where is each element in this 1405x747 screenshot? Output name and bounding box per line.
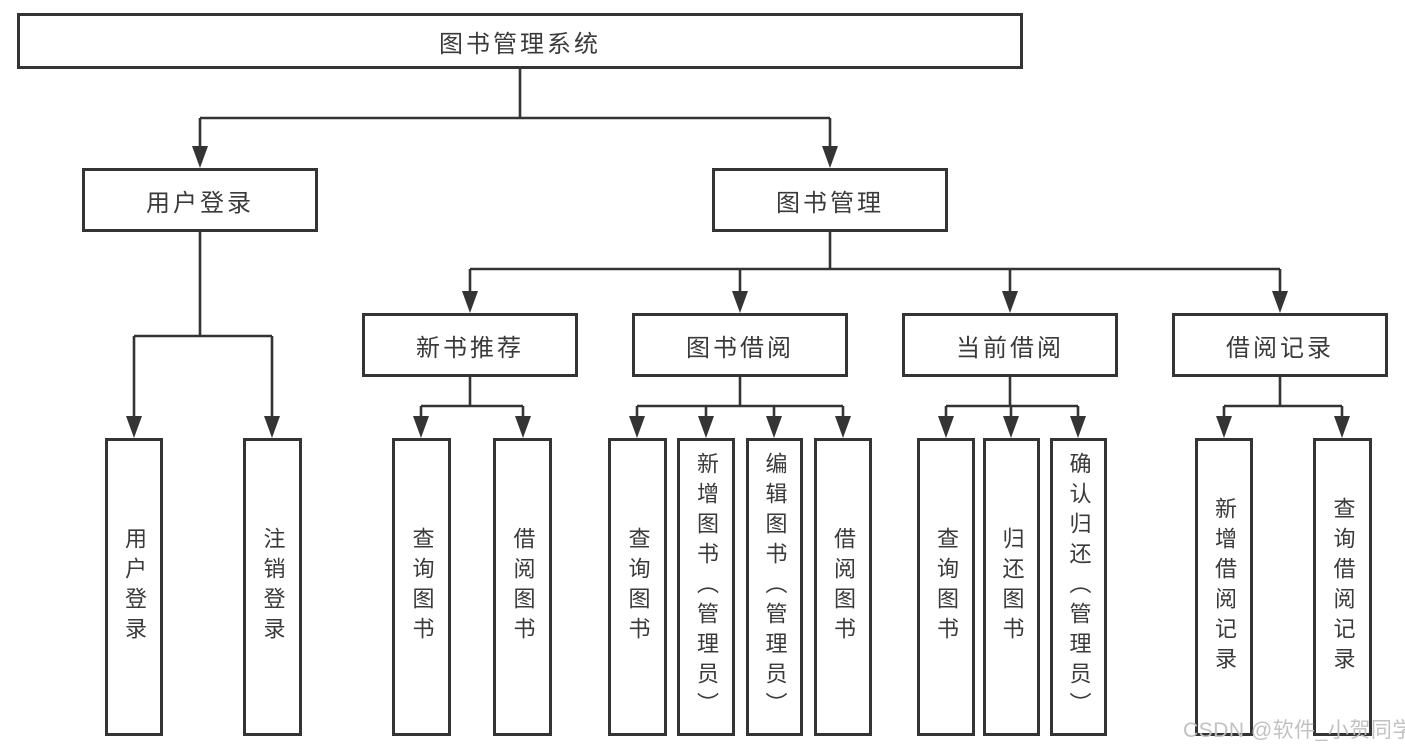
node-root: 图书管理系统 — [17, 13, 1023, 69]
leaf-query-books-current: 查询图书 — [917, 438, 975, 736]
watermark: CSDN @软件_小贺同学 — [1183, 719, 1405, 742]
node-borrow-records: 借阅记录 — [1172, 313, 1388, 377]
leaf-return-books: 归还图书 — [983, 438, 1040, 736]
arrowhead-icons — [126, 146, 1350, 438]
leaf-query-books-borrow: 查询图书 — [608, 438, 667, 736]
node-user-login: 用户登录 — [82, 168, 318, 232]
leaf-user-login: 用户登录 — [105, 438, 163, 736]
leaf-logout: 注销登录 — [243, 438, 302, 736]
leaf-add-borrow-record: 新增借阅记录 — [1195, 438, 1253, 736]
leaf-borrow-books-recommend: 借阅图书 — [493, 438, 552, 736]
leaf-borrow-books: 借阅图书 — [814, 438, 872, 736]
node-book-borrow: 图书借阅 — [632, 313, 848, 377]
leaf-confirm-return-admin: 确认归还（管理员） — [1050, 438, 1107, 736]
node-current-borrow: 当前借阅 — [902, 313, 1118, 377]
node-new-book-recommend: 新书推荐 — [362, 313, 578, 377]
leaf-edit-book-admin: 编辑图书（管理员） — [746, 438, 803, 736]
node-book-management: 图书管理 — [712, 168, 948, 232]
leaf-add-book-admin: 新增图书（管理员） — [677, 438, 735, 736]
leaf-query-books-recommend: 查询图书 — [392, 438, 451, 736]
leaf-query-borrow-record: 查询借阅记录 — [1313, 438, 1372, 736]
